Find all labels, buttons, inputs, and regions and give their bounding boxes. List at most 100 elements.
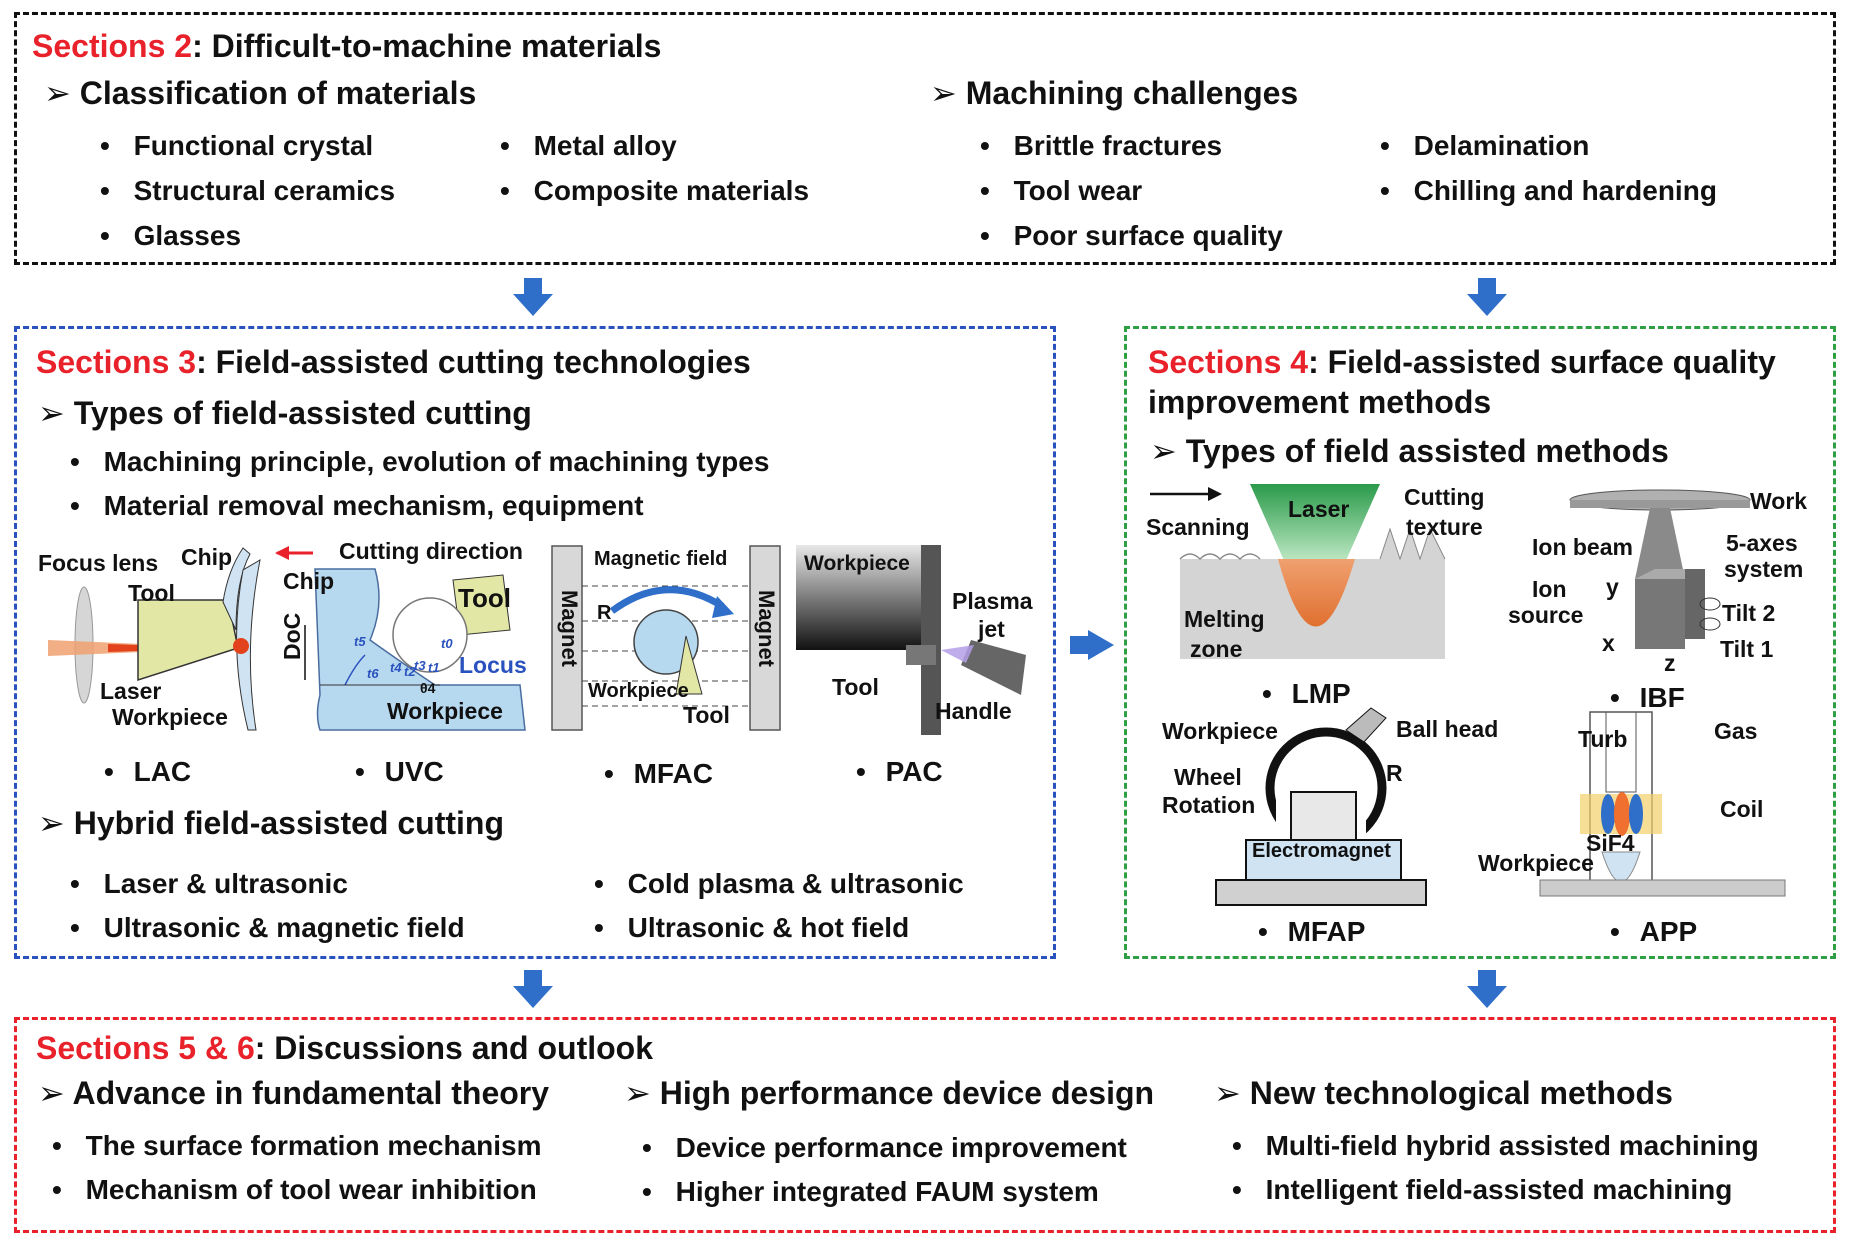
- s2-right-heading-text: Machining challenges: [965, 75, 1299, 111]
- list-item: • Laser & ultrasonic: [70, 868, 348, 899]
- section-3-box: [14, 326, 1056, 959]
- method-label: • LAC: [104, 756, 192, 787]
- section-3-title-text: : Field-assisted cutting technologies: [196, 344, 751, 380]
- method-name: MFAP: [1287, 916, 1366, 947]
- label-tilt-1: Tilt 1: [1720, 636, 1774, 662]
- list-item-text: Intelligent field-assisted machining: [1265, 1174, 1733, 1205]
- s3-hybrid-heading: ➢ Hybrid field-assisted cutting: [38, 805, 504, 841]
- s3-types-heading: ➢ Types of field-assisted cutting: [38, 395, 532, 431]
- section-3-title: Sections 3: Field-assisted cutting techn…: [36, 344, 751, 381]
- list-item-text: Machining principle, evolution of machin…: [103, 446, 770, 477]
- method-label: • MFAC: [604, 758, 713, 789]
- list-item-text: Structural ceramics: [133, 175, 396, 206]
- label-ball-head: Ball head: [1396, 716, 1499, 742]
- method-label: • UVC: [355, 756, 444, 787]
- label-doc: DoC: [279, 612, 305, 660]
- label-electromagnet: Electromagnet: [1252, 840, 1391, 862]
- label-t6: t6: [367, 666, 379, 681]
- method-label: • MFAP: [1258, 916, 1366, 947]
- label-ion: Ion: [1532, 576, 1567, 602]
- list-item-text: Higher integrated FAUM system: [675, 1176, 1099, 1207]
- list-item-text: Multi-field hybrid assisted machining: [1265, 1130, 1759, 1161]
- method-name: LAC: [133, 756, 192, 787]
- lac-diagram: [48, 547, 261, 731]
- list-item-text: Cold plasma & ultrasonic: [627, 868, 964, 899]
- label-locus: Locus: [459, 652, 527, 678]
- list-item: • Device performance improvement: [642, 1132, 1127, 1163]
- section-4-title-text: : Field-assisted surface quality: [1308, 344, 1776, 380]
- list-item: • Delamination: [1380, 130, 1590, 161]
- list-item-text: Material removal mechanism, equipment: [103, 490, 644, 521]
- list-item: • Higher integrated FAUM system: [642, 1176, 1099, 1207]
- label-tilt-2: Tilt 2: [1722, 600, 1776, 626]
- label-tool: Tool: [683, 702, 730, 728]
- method-name: APP: [1639, 916, 1698, 947]
- list-item-text: Composite materials: [533, 175, 810, 206]
- list-item-text: Glasses: [133, 220, 242, 251]
- list-item-text: Delamination: [1413, 130, 1590, 161]
- method-name: LMP: [1291, 678, 1351, 709]
- list-item-text: Ultrasonic & magnetic field: [103, 912, 465, 943]
- label-system: system: [1724, 556, 1804, 582]
- label-sif4: SiF4: [1586, 830, 1635, 856]
- section-4-title-line2: improvement methods: [1148, 384, 1492, 420]
- s5-col2-heading: ➢ High performance device design: [624, 1075, 1155, 1111]
- uvc-diagram: [275, 546, 526, 731]
- s4-types-heading-text: Types of field assisted methods: [1185, 433, 1669, 469]
- list-item-text: Mechanism of tool wear inhibition: [85, 1174, 537, 1205]
- list-item: • Ultrasonic & magnetic field: [70, 912, 465, 943]
- app-diagram: [1539, 711, 1786, 897]
- label-axes: 5-axes: [1726, 530, 1798, 556]
- label-source: source: [1508, 602, 1584, 628]
- list-item: • Multi-field hybrid assisted machining: [1232, 1130, 1759, 1161]
- label-chip: Chip: [283, 568, 335, 594]
- label-rotation: Rotation: [1162, 792, 1256, 818]
- label-turb: Turb: [1578, 726, 1628, 752]
- section-2-box: [14, 12, 1836, 265]
- label-cutting: Cutting: [1404, 484, 1485, 510]
- method-name: MFAC: [633, 758, 713, 789]
- label-t5: t5: [354, 634, 366, 649]
- list-item-text: Poor surface quality: [1013, 220, 1283, 251]
- s5-col1-heading-text: Advance in fundamental theory: [72, 1075, 550, 1111]
- label-wheel: Wheel: [1174, 764, 1242, 790]
- label-coil: Coil: [1720, 796, 1764, 822]
- label-melting: Melting: [1184, 606, 1265, 632]
- method-label: • LMP: [1262, 678, 1351, 709]
- label-tool: Tool: [128, 580, 175, 606]
- section-5-6-number: Sections 5 & 6: [36, 1030, 255, 1066]
- label-magnetic-field: Magnetic field: [594, 548, 728, 570]
- list-item: • Chilling and hardening: [1380, 175, 1717, 206]
- label-x: x: [1602, 630, 1615, 656]
- list-item-text: Laser & ultrasonic: [103, 868, 348, 899]
- list-item: • Cold plasma & ultrasonic: [594, 868, 964, 899]
- list-item-text: Metal alloy: [533, 130, 677, 161]
- list-item: • Mechanism of tool wear inhibition: [52, 1174, 537, 1205]
- s5-col3-heading: ➢ New technological methods: [1214, 1075, 1673, 1111]
- list-item-text: The surface formation mechanism: [85, 1130, 542, 1161]
- label-laser: Laser: [1288, 496, 1350, 522]
- label-workpiece: Workpiece: [588, 680, 689, 702]
- label-r: R: [1386, 760, 1403, 786]
- label-workpiece: Workpiece: [1162, 718, 1278, 744]
- list-item: • Machining principle, evolution of mach…: [70, 446, 770, 477]
- list-item: • Structural ceramics: [100, 175, 396, 206]
- list-item: • Intelligent field-assisted machining: [1232, 1174, 1733, 1205]
- list-item: • Brittle fractures: [980, 130, 1223, 161]
- s3-hybrid-heading-text: Hybrid field-assisted cutting: [73, 805, 504, 841]
- section-2-title-text: : Difficult-to-machine materials: [192, 28, 662, 64]
- label-texture: texture: [1406, 514, 1483, 540]
- section-5-6-title: Sections 5 & 6: Discussions and outlook: [36, 1030, 653, 1067]
- label-work: Work: [1750, 488, 1808, 514]
- list-item-text: Ultrasonic & hot field: [627, 912, 910, 943]
- label-tool: Tool: [458, 583, 511, 613]
- method-label: • APP: [1610, 916, 1698, 947]
- mfac-diagram: [551, 545, 781, 731]
- label-t4: t4: [390, 660, 402, 675]
- list-item: • Material removal mechanism, equipment: [70, 490, 644, 521]
- label-z: z: [1664, 650, 1676, 676]
- section-3-number: Sections 3: [36, 344, 197, 380]
- label-t0: t0: [441, 636, 453, 651]
- label-laser: Laser: [100, 678, 162, 704]
- label-workpiece: Workpiece: [1478, 850, 1594, 876]
